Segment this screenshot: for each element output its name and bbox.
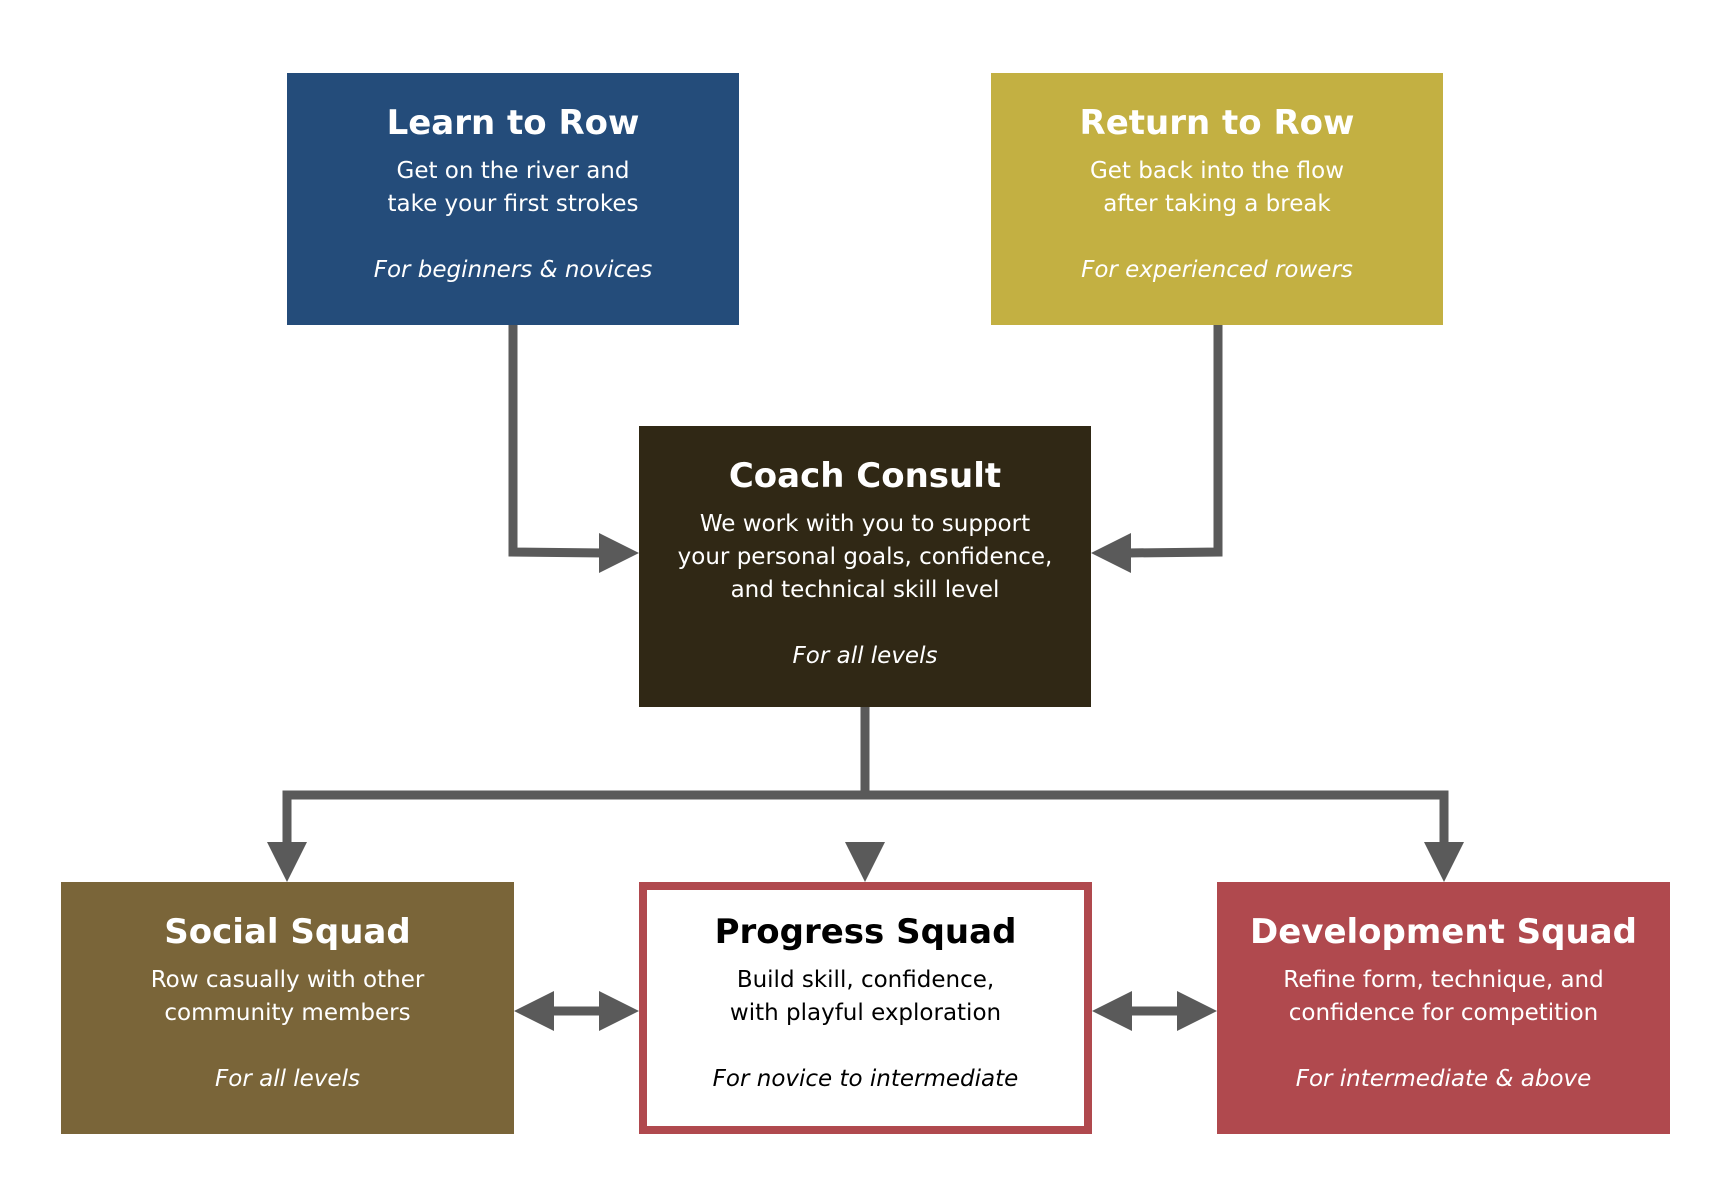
- box-description: Row casually with other community member…: [150, 967, 425, 1026]
- box-level: For novice to intermediate: [712, 1066, 1019, 1092]
- box-level: For all levels: [792, 643, 938, 669]
- box-description: Get back into the flow after taking a br…: [1089, 158, 1345, 217]
- arrowhead-to-social: [267, 842, 307, 882]
- development-squad-box: Development Squad Refine form, technique…: [1217, 882, 1670, 1134]
- arrowhead-to-development: [1424, 842, 1464, 882]
- arrowhead-progress-left: [599, 991, 639, 1031]
- connector-lines: [282, 325, 1449, 1016]
- arrowhead-progress-right: [1092, 991, 1132, 1031]
- box-title: Return to Row: [1079, 103, 1355, 143]
- box-description: We work with you to support your persona…: [677, 511, 1053, 603]
- social-squad-box: Social Squad Row casually with other com…: [61, 882, 514, 1134]
- box-title: Development Squad: [1250, 912, 1637, 952]
- box-description: Refine form, technique, and confidence f…: [1283, 967, 1604, 1026]
- connector-learn-to-coach: [508, 325, 606, 558]
- box-description: Get on the river and take your first str…: [387, 158, 639, 217]
- box-title: Coach Consult: [728, 456, 1002, 496]
- box-level: For intermediate & above: [1295, 1066, 1592, 1092]
- arrowhead-social-end: [514, 991, 554, 1031]
- learn-to-row-box: Learn to Row Get on the river and take y…: [287, 73, 739, 325]
- arrowhead-to-coach-right: [1091, 533, 1131, 573]
- box-title: Social Squad: [164, 912, 411, 952]
- box-title: Progress Squad: [714, 912, 1017, 952]
- return-to-row-box: Return to Row Get back into the flow aft…: [991, 73, 1443, 325]
- box-title: Learn to Row: [386, 103, 640, 143]
- box-level: For beginners & novices: [373, 257, 653, 283]
- coach-consult-box: Coach Consult We work with you to suppor…: [639, 426, 1091, 707]
- box-level: For all levels: [215, 1066, 360, 1092]
- connector-return-to-coach: [1125, 325, 1223, 558]
- arrowhead-development-end: [1177, 991, 1217, 1031]
- box-level: For experienced rowers: [1081, 257, 1353, 283]
- box-description: Build skill, confidence, with playful ex…: [729, 967, 1002, 1026]
- arrowhead-to-progress: [845, 842, 885, 882]
- progress-squad-box: Progress Squad Build skill, confidence, …: [639, 882, 1092, 1134]
- arrowhead-to-coach-left: [599, 533, 639, 573]
- connector-branch-social-development: [282, 790, 1449, 845]
- arrowheads: [267, 533, 1464, 1031]
